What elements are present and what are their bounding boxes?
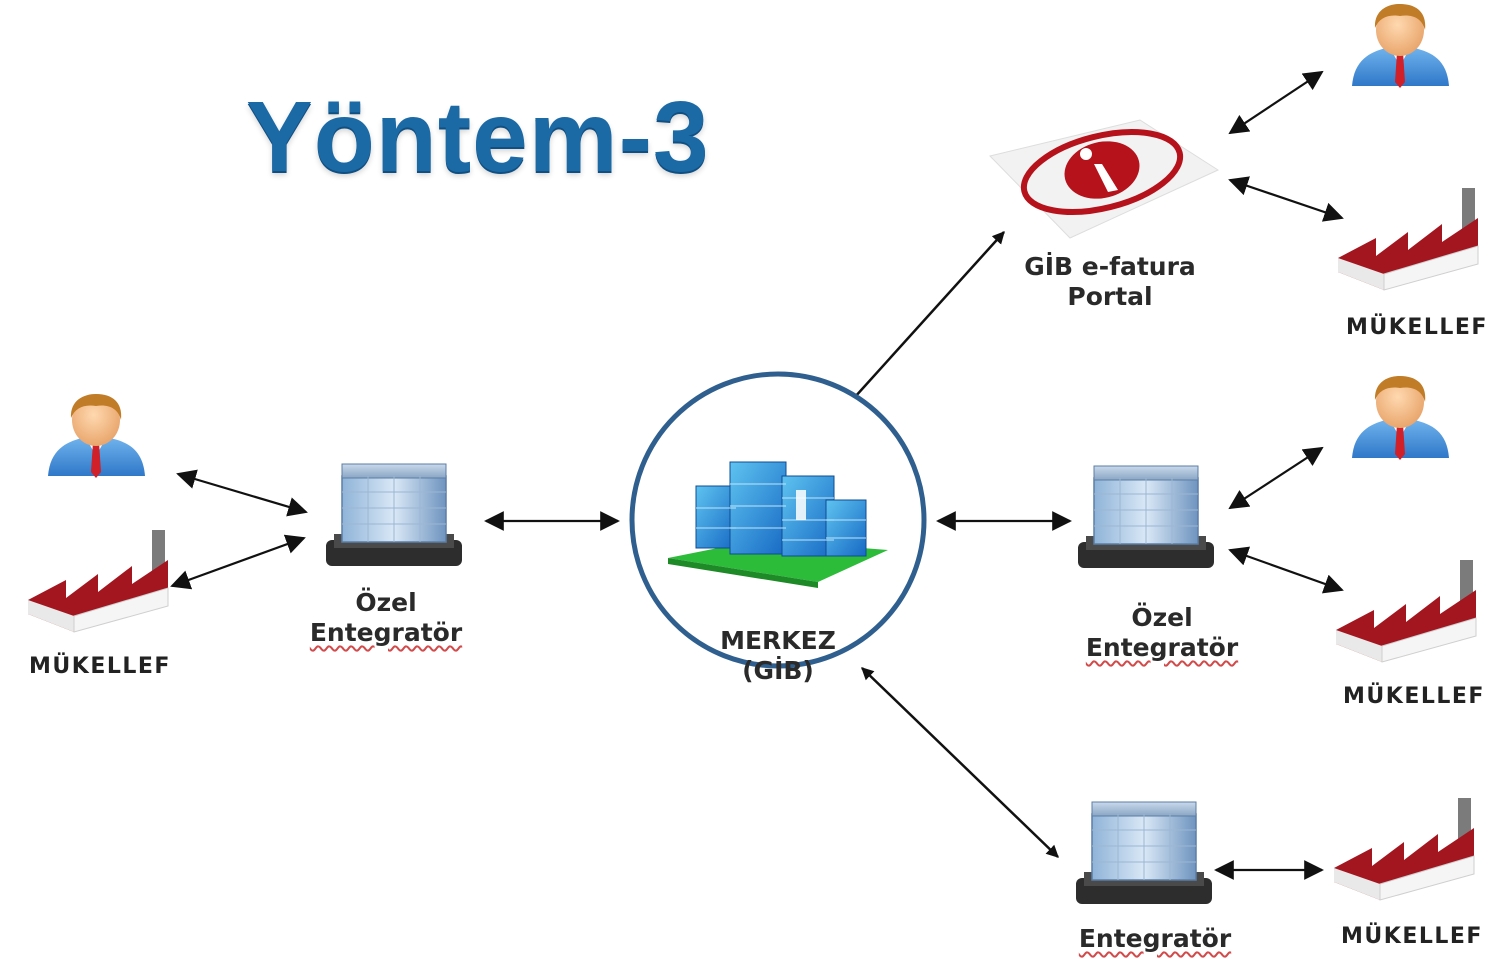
mukellef-label-top-right: MÜKELLEF [1346,315,1488,340]
mukellef-label-mid-right: MÜKELLEF [1343,684,1485,709]
merkez-label: MERKEZ (GİB) [700,626,856,686]
headquarters-icon [629,371,927,669]
entegrator-bottom-line1: Entegratör [1078,924,1232,953]
mukellef-label-left: MÜKELLEF [29,654,171,679]
arrow-ozel-right-to-factory [1228,546,1344,594]
factory-icon [1336,560,1477,663]
portal-logo-icon [989,119,1220,239]
arrow-portal-to-factory [1228,176,1344,222]
entegrator-bottom-label: Entegratör [1055,924,1255,954]
user-icon [1352,376,1449,460]
portal-label: GİB e-fatura Portal [1000,252,1220,312]
arrow-ozel-right-to-user [1228,446,1324,510]
ozel-left-line1: Özel [355,588,417,617]
factory-icon [28,530,169,633]
office-building-icon [1078,465,1214,568]
ozel-entegrator-left-label: Özel Entegratör [286,588,486,648]
mukellef-label-bottom-right: MÜKELLEF [1341,924,1483,949]
ozel-left-line2: Entegratör [309,618,463,647]
connection-arrows [170,70,1344,880]
arrow-factory-left-to-ozel [170,534,306,590]
ozel-entegrator-right-label: Özel Entegratör [1062,603,1262,663]
office-building-icon [1076,801,1212,904]
ozel-right-line1: Özel [1131,603,1193,632]
arrow-portal-to-user [1228,70,1324,135]
portal-label-line2: Portal [1067,282,1153,311]
page-title: Yöntem-3 [246,81,710,193]
user-icon [1352,4,1449,88]
ozel-right-line2: Entegratör [1085,633,1239,662]
user-icon [48,394,145,478]
factory-icon [1338,188,1479,291]
arrow-merkez-to-portal [844,231,1005,409]
merkez-label-line1: MERKEZ [720,626,836,655]
office-building-icon [326,463,462,566]
portal-label-line1: GİB e-fatura [1024,252,1196,281]
factory-icon [1334,798,1475,901]
arrow-merkez-to-entegrator [861,667,1059,858]
merkez-label-line2: (GİB) [742,656,814,685]
arrow-user-left-to-ozel [176,469,308,517]
